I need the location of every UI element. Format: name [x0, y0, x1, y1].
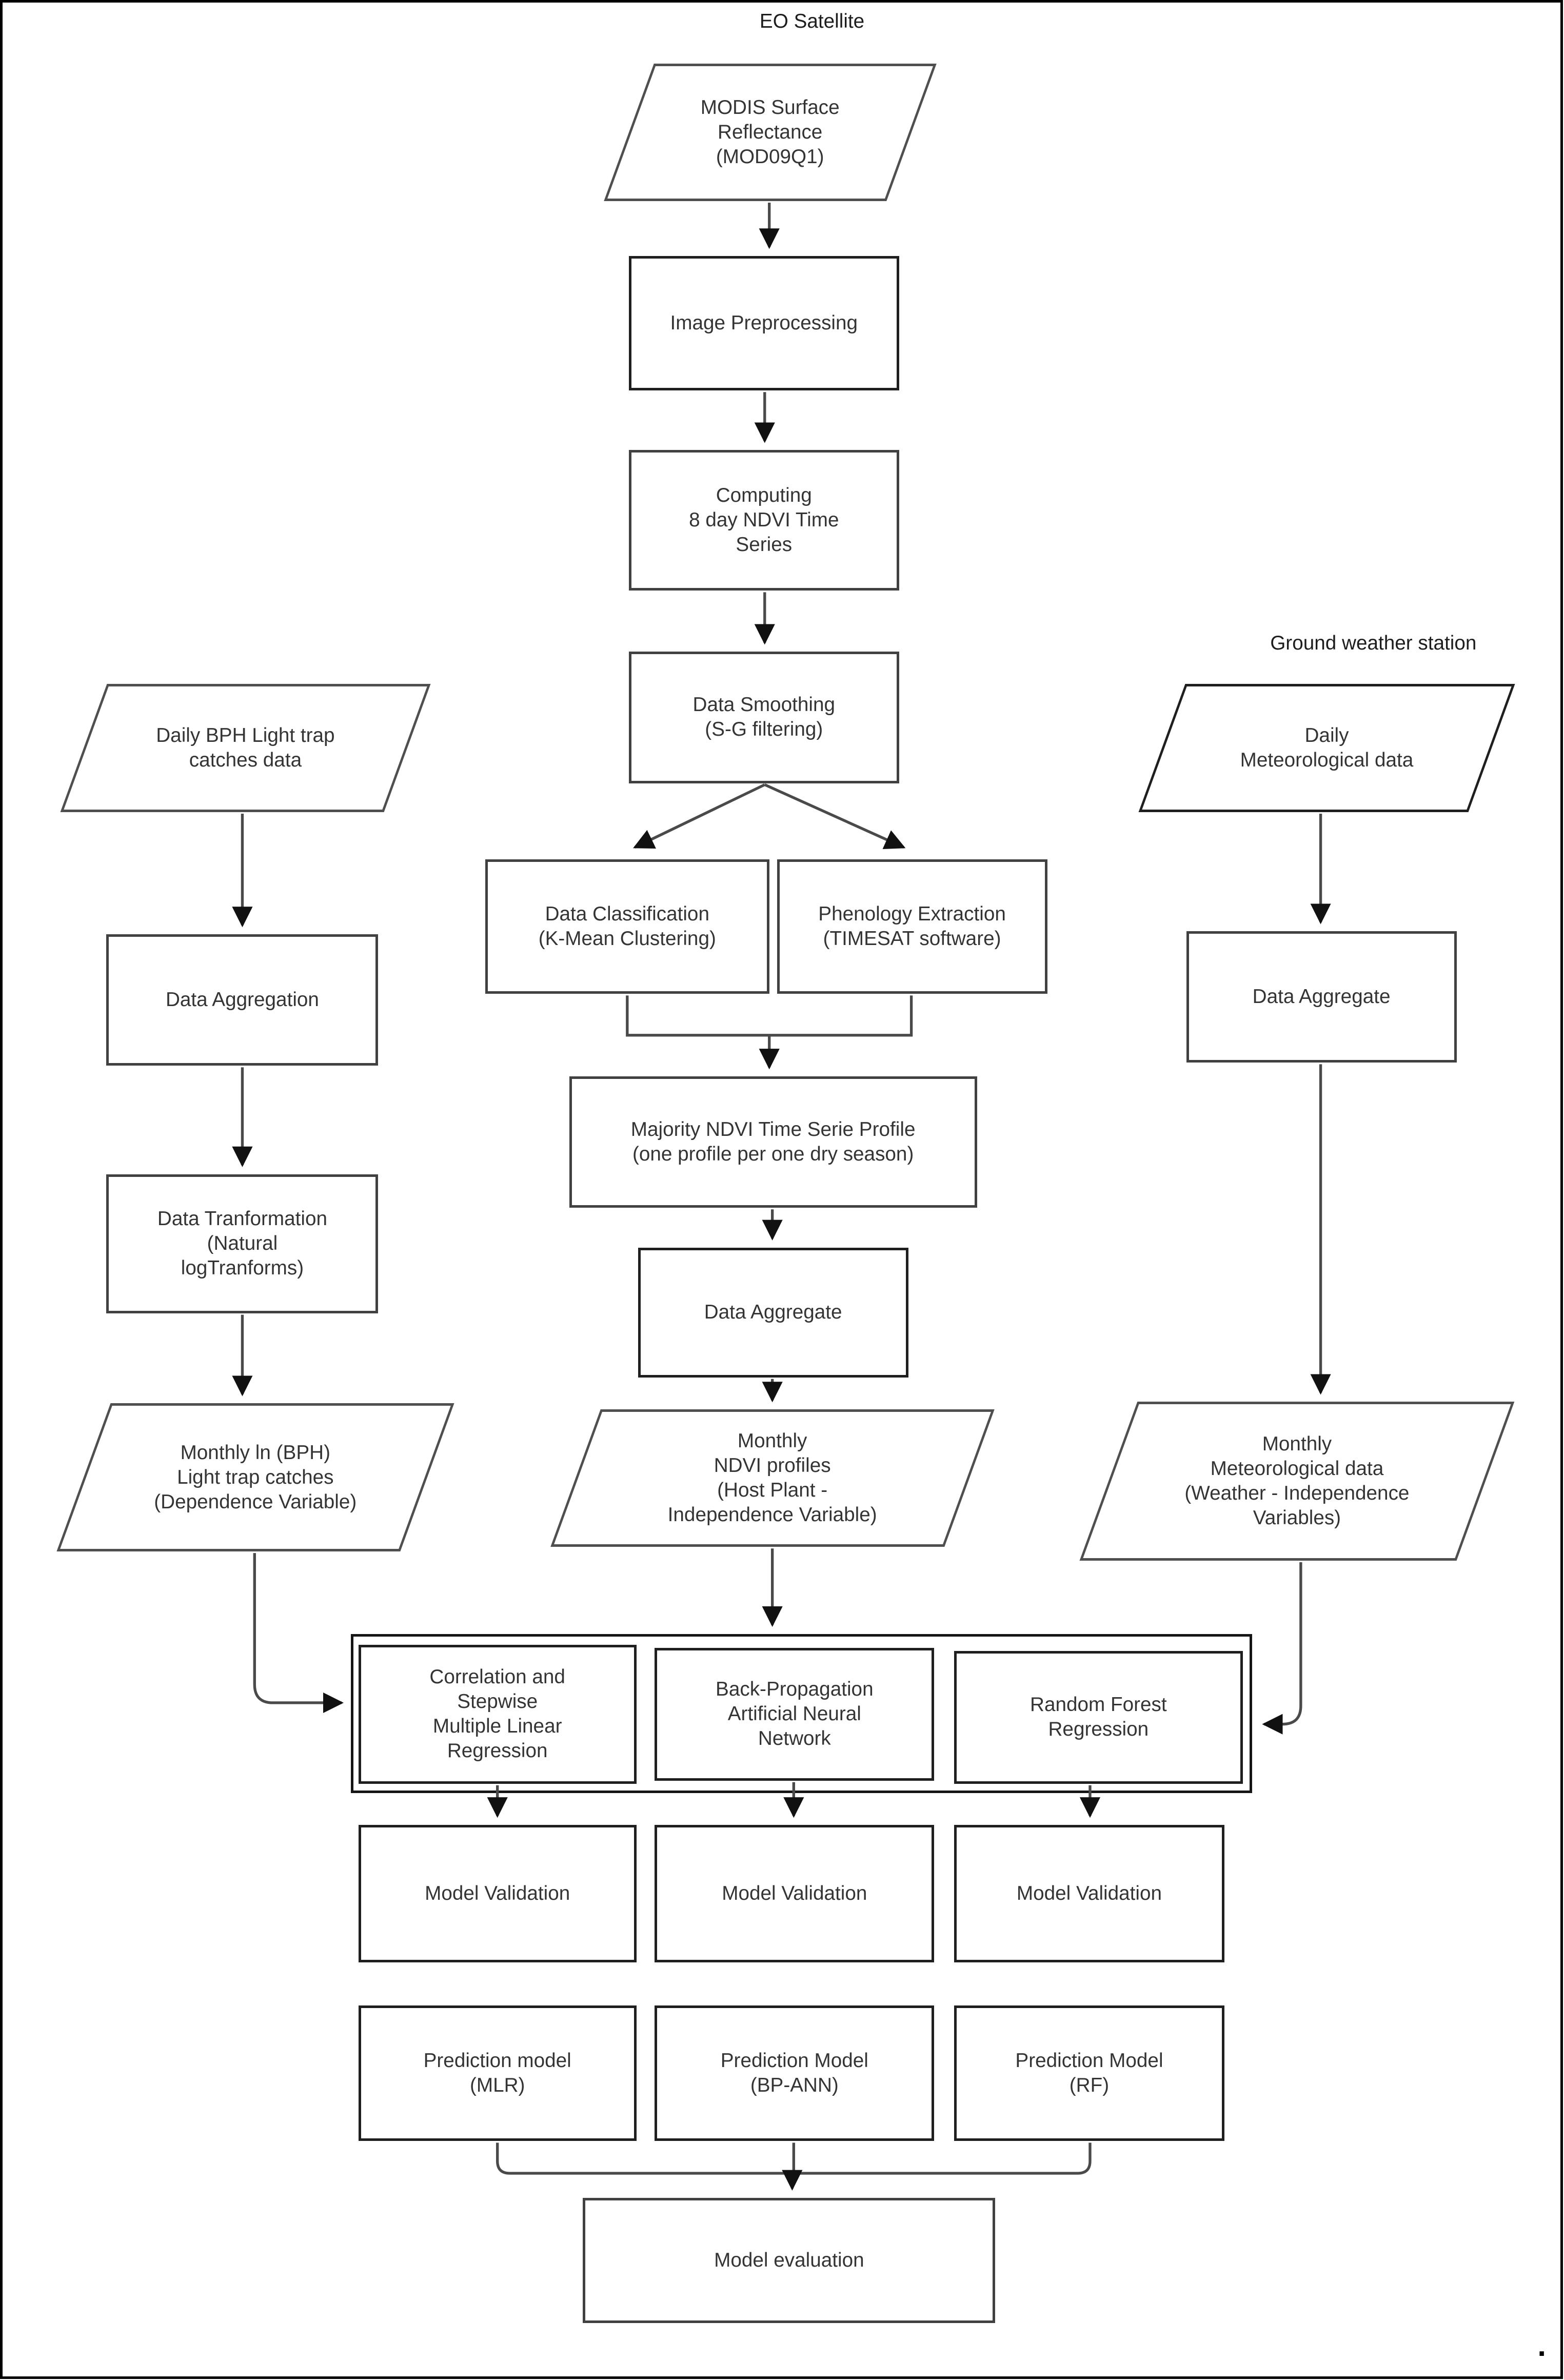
node-label: Phenology Extraction (TIMESAT software)	[818, 903, 1006, 950]
node-label: Model Validation	[1016, 1882, 1162, 1905]
node-label: Data Classification (K-Mean Clustering)	[538, 903, 716, 950]
node-label: Computing 8 day NDVI Time Series	[689, 484, 839, 556]
node-data-smoothing: Data Smoothing (S-G filtering)	[628, 652, 899, 783]
node-label: Back-Propagation Artificial Neural Netwo…	[716, 1678, 874, 1750]
node-prediction-model-rf: Prediction Model (RF)	[954, 2005, 1224, 2141]
arrow-smoothing-to-phenology	[764, 783, 906, 850]
arrow-monthly-met-to-methods	[1262, 1562, 1302, 1735]
node-modis-surface-reflectance: MODIS Surface Reflectance (MOD09Q1)	[603, 64, 937, 202]
node-model-validation-mlr: Model Validation	[358, 1825, 637, 1963]
arrow-monthly-ln-to-methods	[253, 1553, 344, 1714]
node-label: Data Aggregation	[165, 989, 319, 1011]
node-label: Monthly ln (BPH) Light trap catches (Dep…	[154, 1441, 357, 1513]
line-classification-phenology-merge	[626, 995, 913, 1037]
node-model-evaluation: Model evaluation	[583, 2197, 996, 2323]
node-data-aggregation-left: Data Aggregation	[106, 934, 379, 1066]
node-data-classification: Data Classification (K-Mean Clustering)	[485, 859, 769, 994]
node-mlr-method: Correlation and Stepwise Multiple Linear…	[358, 1644, 637, 1784]
node-label: Data Aggregate	[704, 1301, 842, 1324]
node-monthly-meteorological: Monthly Meteorological data (Weather - I…	[1079, 1402, 1515, 1561]
node-label: Model evaluation	[714, 2249, 864, 2271]
node-label: Data Smoothing (S-G filtering)	[692, 694, 835, 741]
node-monthly-ln-bph: Monthly ln (BPH) Light trap catches (Dep…	[56, 1403, 454, 1552]
node-label: Model Validation	[425, 1882, 570, 1905]
node-monthly-ndvi-profiles: Monthly NDVI profiles (Host Plant - Inde…	[550, 1409, 995, 1547]
line-prediction-merge	[496, 2142, 1092, 2175]
node-data-transformation: Data Tranformation (Natural logTranforms…	[106, 1174, 379, 1313]
node-phenology-extraction: Phenology Extraction (TIMESAT software)	[777, 859, 1047, 994]
node-image-preprocessing: Image Preprocessing	[628, 256, 899, 391]
node-label: Model Validation	[722, 1882, 867, 1905]
arrow-smoothing-to-classification	[633, 783, 765, 849]
node-label: Daily BPH Light trap catches data	[156, 724, 335, 771]
node-label: Prediction Model (RF)	[1015, 2050, 1163, 2096]
node-prediction-model-ann: Prediction Model (BP-ANN)	[655, 2005, 935, 2141]
node-label: Monthly NDVI profiles (Host Plant - Inde…	[667, 1430, 877, 1526]
node-rf-method: Random Forest Regression	[954, 1650, 1243, 1784]
node-data-aggregate-middle: Data Aggregate	[638, 1247, 908, 1378]
node-label: Prediction model (MLR)	[423, 2050, 571, 2096]
node-computing-ndvi-time-series: Computing 8 day NDVI Time Series	[628, 450, 899, 591]
node-label: Data Aggregate	[1252, 986, 1391, 1008]
node-label: Image Preprocessing	[670, 312, 858, 335]
node-daily-bph-light-trap: Daily BPH Light trap catches data	[60, 683, 431, 813]
node-label: Monthly Meteorological data (Weather - I…	[1184, 1433, 1410, 1529]
node-label: Data Tranformation (Natural logTranforms…	[157, 1208, 328, 1280]
node-majority-ndvi-profile: Majority NDVI Time Serie Profile (one pr…	[569, 1076, 977, 1208]
node-label: Random Forest Regression	[1030, 1694, 1167, 1741]
node-model-validation-rf: Model Validation	[954, 1825, 1224, 1963]
node-label: Correlation and Stepwise Multiple Linear…	[429, 1666, 565, 1762]
node-label: Prediction Model (BP-ANN)	[720, 2050, 868, 2096]
node-prediction-model-mlr: Prediction model (MLR)	[358, 2005, 637, 2141]
node-label: Majority NDVI Time Serie Profile (one pr…	[630, 1118, 916, 1166]
node-label: Daily Meteorological data	[1240, 724, 1414, 771]
ground-weather-station-label: Ground weather station	[1270, 632, 1477, 654]
node-label: MODIS Surface Reflectance (MOD09Q1)	[700, 96, 840, 168]
trailing-period: .	[1537, 2328, 1546, 2363]
node-model-validation-ann: Model Validation	[655, 1825, 935, 1963]
node-daily-meteorological-data: Daily Meteorological data	[1138, 683, 1515, 813]
eo-satellite-label: EO Satellite	[759, 10, 865, 32]
node-ann-method: Back-Propagation Artificial Neural Netwo…	[655, 1647, 935, 1781]
node-data-aggregate-right: Data Aggregate	[1186, 931, 1457, 1063]
